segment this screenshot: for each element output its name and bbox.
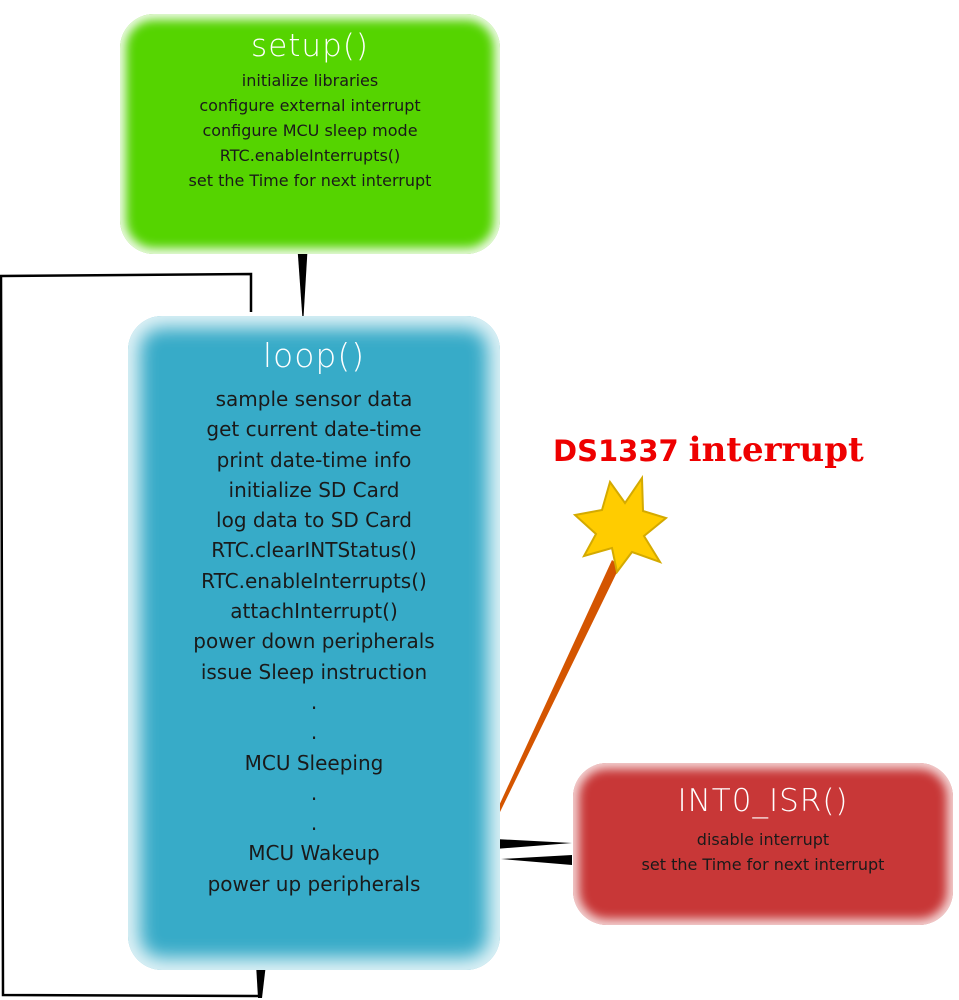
setup-step: configure MCU sleep mode	[202, 121, 418, 140]
isr-title: INT0_ISR()	[677, 783, 849, 819]
loop-node: loop() sample sensor data get current da…	[128, 316, 500, 970]
loop-return-foot	[256, 964, 266, 998]
starburst-icon	[572, 474, 669, 575]
loop-title: loop()	[262, 336, 366, 375]
interrupt-label: DS1337 interrupt	[553, 430, 864, 470]
isr-step: set the Time for next interrupt	[641, 855, 885, 874]
setup-step: configure external interrupt	[199, 96, 421, 115]
setup-step: RTC.enableInterrupts()	[219, 146, 401, 165]
isr-node: INT0_ISR() disable interrupt set the Tim…	[573, 763, 953, 925]
loop-ellipsis: .	[310, 720, 318, 745]
interrupt-chip-name: DS1337	[553, 434, 679, 468]
setup-to-loop-arrow	[297, 242, 308, 326]
isr-step-list: disable interrupt set the Time for next …	[573, 827, 953, 877]
interrupt-word: interrupt	[688, 430, 864, 470]
loop-step: get current date-time	[206, 417, 422, 442]
loop-step: print date-time info	[216, 447, 412, 472]
setup-node: setup() initialize libraries configure e…	[120, 14, 500, 254]
setup-step-list: initialize libraries configure external …	[120, 68, 500, 193]
loop-step: log data to SD Card	[216, 508, 412, 533]
loop-step-list: sample sensor data get current date-time…	[128, 384, 500, 899]
interrupt-spark-line	[497, 560, 620, 812]
loop-ellipsis: .	[310, 780, 318, 805]
loop-step: RTC.clearINTStatus()	[211, 538, 417, 563]
loop-ellipsis: .	[310, 811, 318, 836]
loop-step: MCU Wakeup	[248, 841, 380, 866]
loop-step: sample sensor data	[215, 387, 413, 411]
loop-ellipsis: .	[310, 689, 318, 714]
loop-step: power up peripherals	[207, 871, 421, 896]
setup-step: set the Time for next interrupt	[188, 171, 432, 190]
isr-to-loop-arrow	[501, 855, 572, 865]
setup-step: initialize libraries	[241, 71, 379, 90]
setup-title: setup()	[251, 28, 369, 64]
loop-step: power down peripherals	[193, 629, 435, 654]
loop-step: RTC.enableInterrupts()	[201, 568, 427, 593]
loop-step: initialize SD Card	[228, 477, 400, 502]
loop-to-isr-arrow	[495, 839, 572, 849]
loop-step: attachInterrupt()	[230, 599, 398, 624]
loop-step: issue Sleep instruction	[200, 659, 428, 684]
isr-step: disable interrupt	[696, 830, 830, 849]
loop-step: MCU Sleeping	[244, 750, 384, 775]
